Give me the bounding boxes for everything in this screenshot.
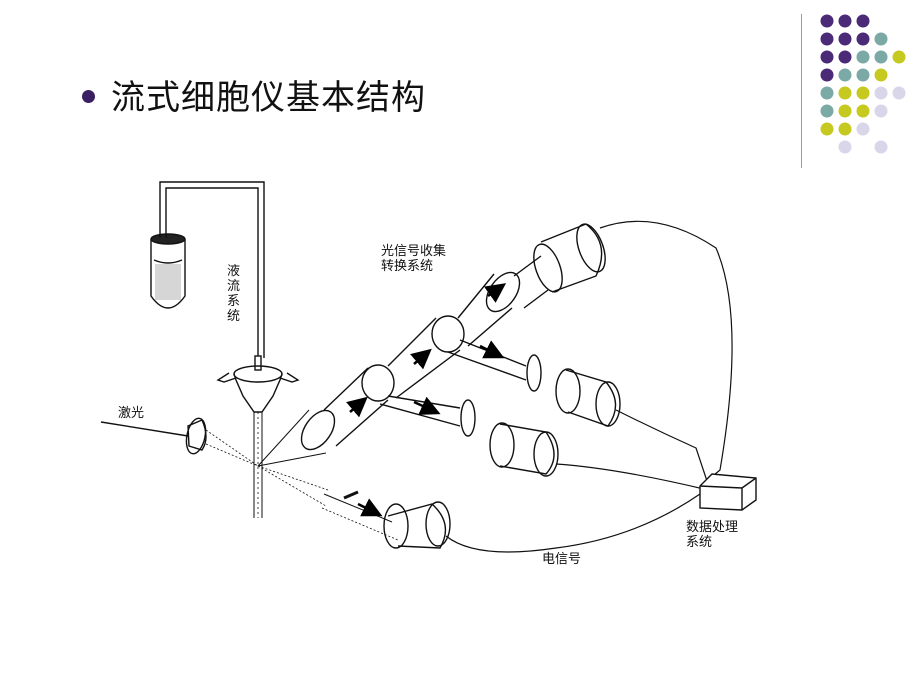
electrical-signal-label: 电信号 <box>542 552 582 567</box>
decor-dot <box>892 50 906 64</box>
decor-dot <box>874 50 888 64</box>
flow-nozzle <box>216 355 300 518</box>
decor-dot <box>874 86 888 100</box>
decor-dot <box>838 140 852 154</box>
decor-dot <box>892 86 906 100</box>
decor-dot <box>820 68 834 82</box>
decor-dot <box>838 68 852 82</box>
decor-dot <box>820 14 834 28</box>
decor-dot <box>856 104 870 118</box>
signal-cables <box>445 220 733 553</box>
decor-dot <box>856 86 870 100</box>
decorative-divider <box>801 14 802 168</box>
optical-signal-label: 光信号收集 转换系统 <box>381 244 447 274</box>
slide-title: 流式细胞仪基本结构 <box>111 77 426 118</box>
decor-dot <box>838 104 852 118</box>
decor-dot <box>874 140 888 154</box>
decorative-dot-grid <box>820 14 906 154</box>
laser-source <box>100 417 259 467</box>
pmt-detector-4 <box>383 501 451 549</box>
decor-dot <box>856 68 870 82</box>
decor-dot <box>838 122 852 136</box>
decor-dot <box>856 122 870 136</box>
diagram-drawing <box>100 181 757 553</box>
decor-dot <box>874 104 888 118</box>
side-scatter-path <box>321 490 451 549</box>
decor-dot <box>874 32 888 46</box>
decor-dot <box>874 68 888 82</box>
sample-tubing <box>159 181 265 358</box>
pmt-detector-2 <box>555 368 621 427</box>
bullet-icon <box>82 89 95 103</box>
flow-cytometer-diagram: 液流系统 激光 光信号收集 转换系统 电信号 数据处理 系统 <box>96 168 768 570</box>
decor-dot <box>820 122 834 136</box>
sample-tube <box>150 233 186 309</box>
decor-dot <box>856 32 870 46</box>
decor-dot <box>838 50 852 64</box>
pmt-detector-3 <box>489 422 559 477</box>
decor-dot <box>856 14 870 28</box>
data-processing-box <box>699 473 757 511</box>
decor-dot <box>820 32 834 46</box>
data-processing-label: 数据处理 系统 <box>686 520 739 550</box>
direction-arrows <box>346 283 507 517</box>
decor-dot <box>820 50 834 64</box>
decor-dot <box>820 86 834 100</box>
decor-dot <box>838 14 852 28</box>
laser-label: 激光 <box>118 406 145 421</box>
title-row: 流式细胞仪基本结构 <box>82 68 426 120</box>
decor-dot <box>856 50 870 64</box>
decor-dot <box>820 104 834 118</box>
optical-collection-path <box>300 223 621 477</box>
decor-dot <box>838 86 852 100</box>
pmt-detector-1 <box>533 223 606 293</box>
liquid-flow-system-label: 液流系统 <box>227 264 241 324</box>
decor-dot <box>838 32 852 46</box>
